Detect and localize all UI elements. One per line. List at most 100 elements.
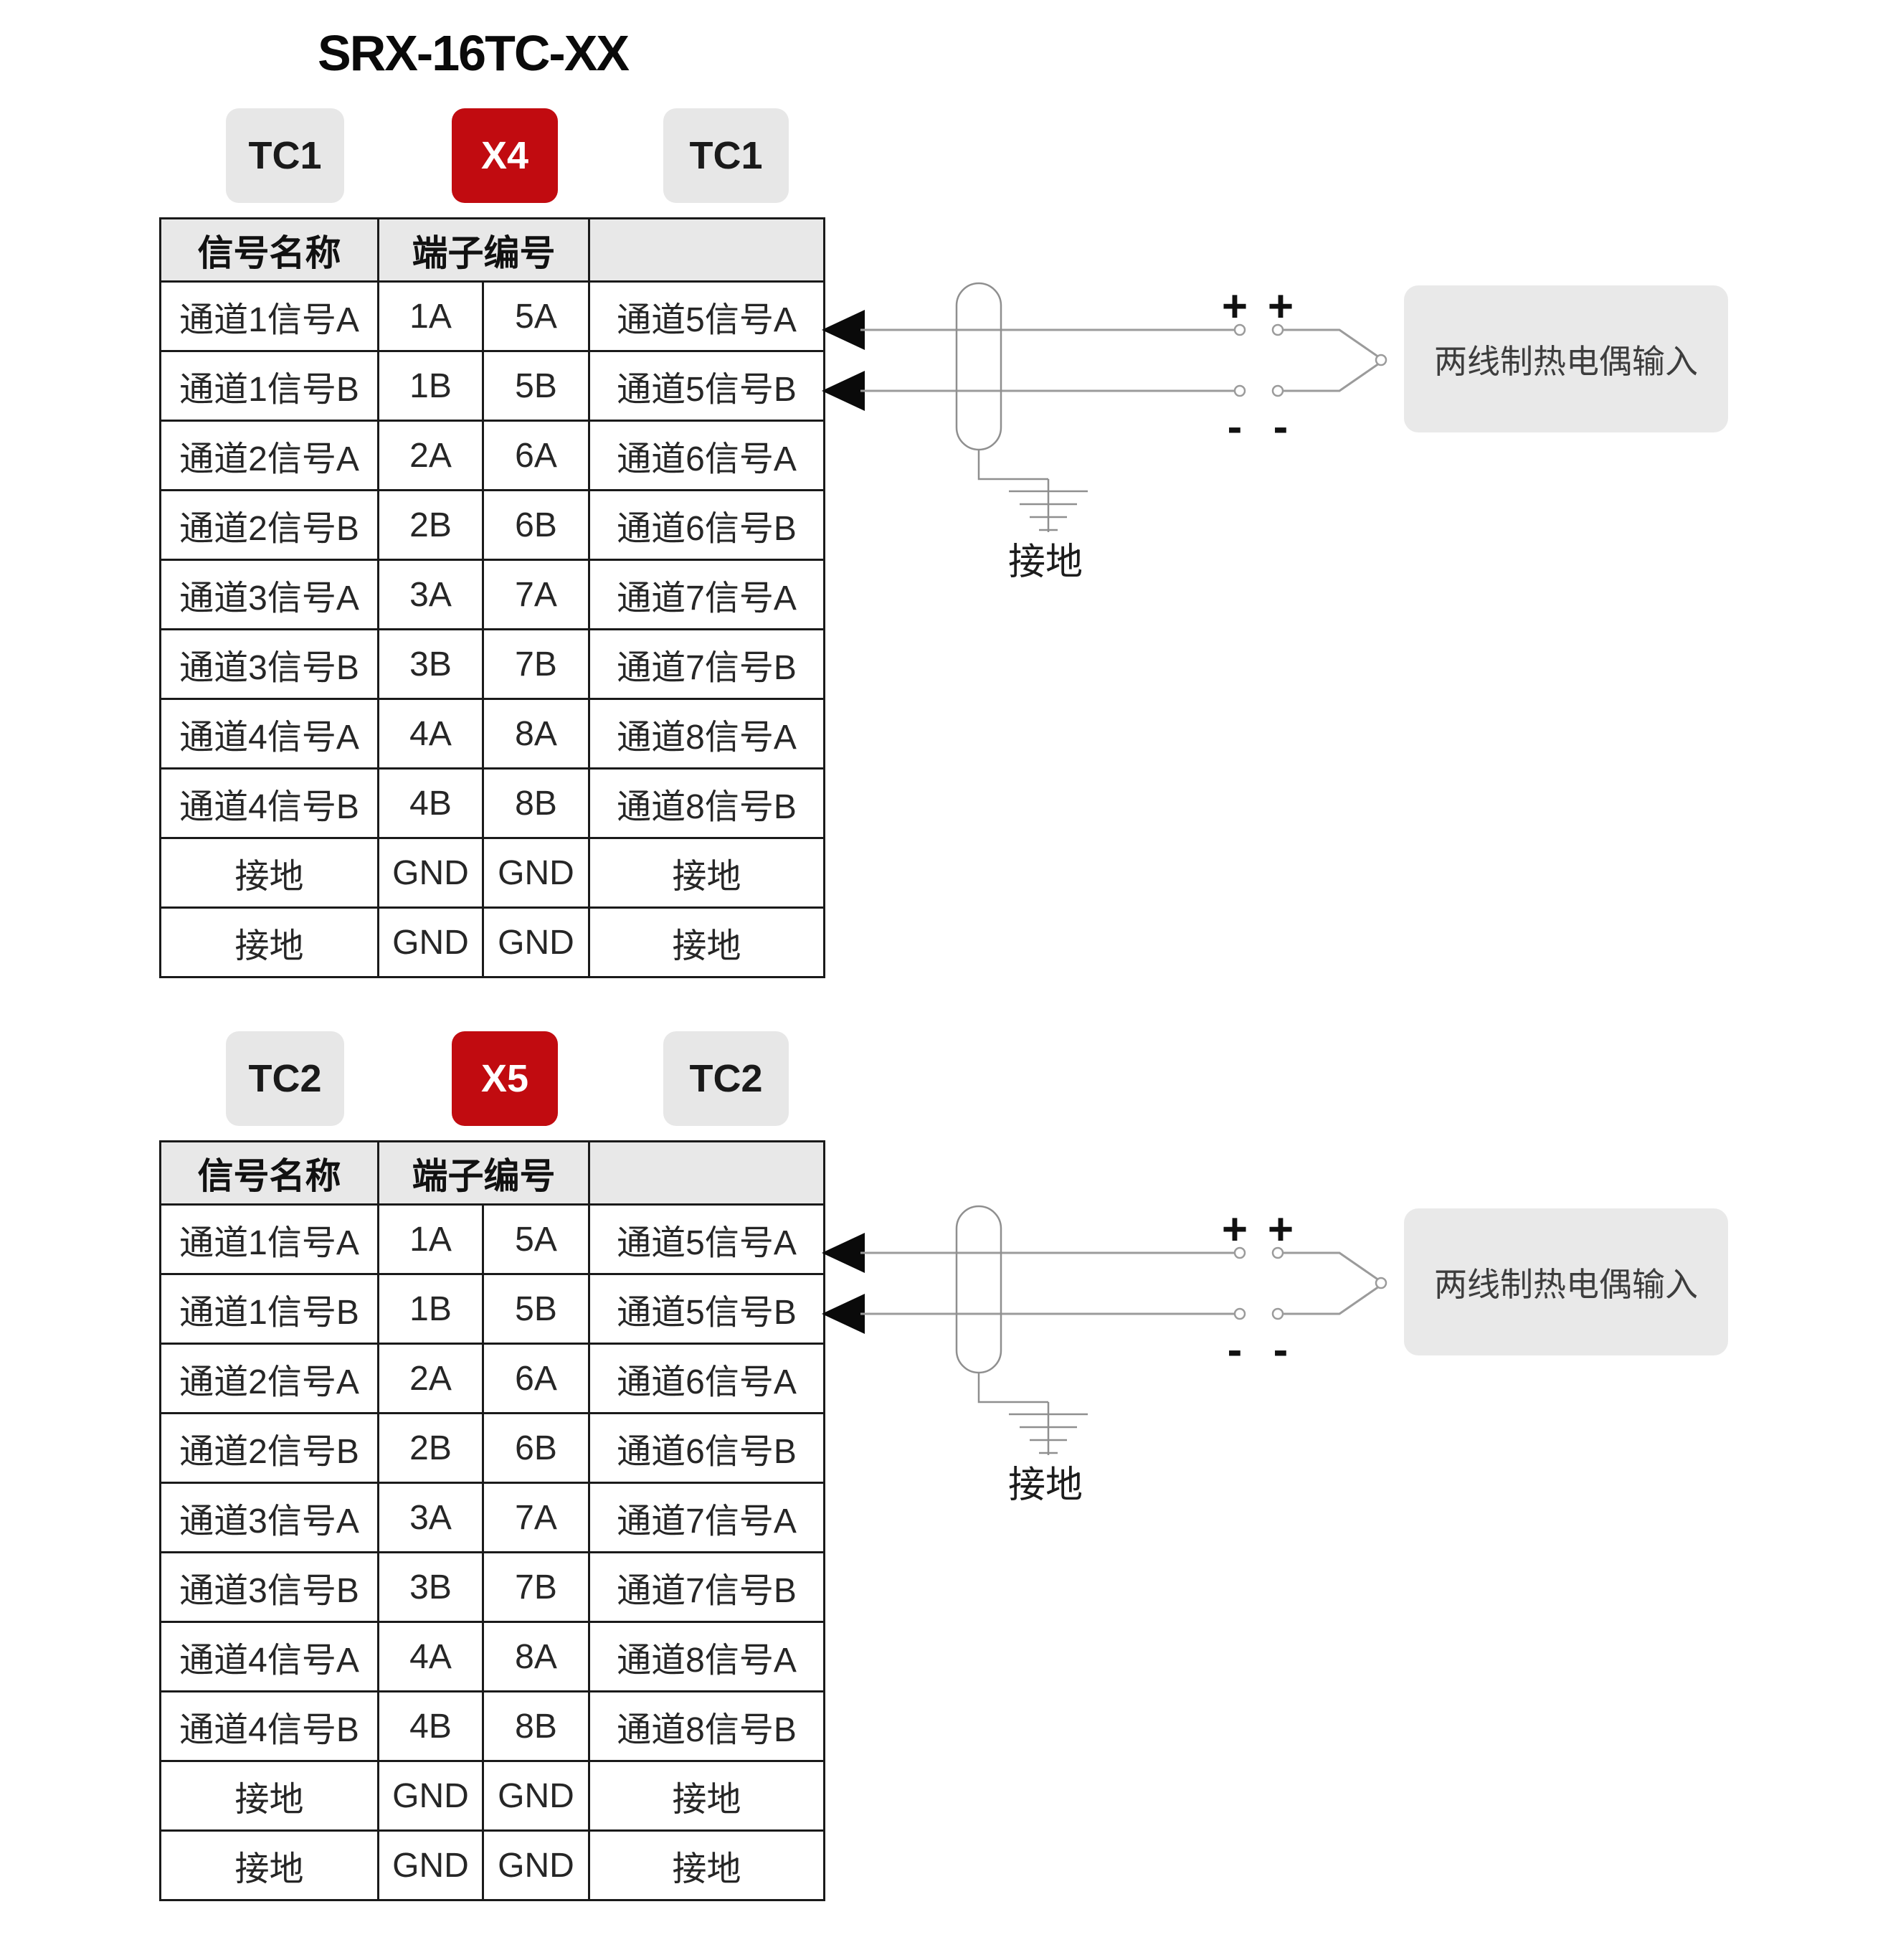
table-cell: 1A [377, 280, 484, 352]
table-cell: GND [482, 1829, 590, 1901]
wiring-diagram-tc1 [822, 282, 1387, 532]
page-title: SRX-16TC-XX [318, 25, 630, 81]
terminal-circle [1233, 1246, 1246, 1259]
table-cell: GND [377, 1829, 484, 1901]
table-cell: 通道6信号B [588, 1412, 825, 1484]
wiring-diagram-tc2 [822, 1205, 1387, 1455]
shield-ground-lead [977, 1373, 1048, 1403]
plus-label: + [1221, 1204, 1248, 1254]
arrow-left-icon [822, 1233, 865, 1273]
plus-label: + [1267, 281, 1294, 331]
table-cell: 通道7信号B [588, 628, 825, 700]
table-cell: 通道5信号A [588, 280, 825, 352]
cable-shield-icon [955, 1205, 1002, 1374]
table-cell: 通道5信号A [588, 1203, 825, 1275]
terminal-circle [1233, 323, 1246, 336]
blank-header [588, 217, 825, 283]
thermocouple-leg-positive [1283, 1251, 1380, 1282]
table-cell: 通道8信号B [588, 1690, 825, 1762]
table-cell: 通道4信号B [159, 767, 379, 839]
table-cell: 通道2信号A [159, 420, 379, 491]
table-cell: 1B [377, 1273, 484, 1345]
arrow-left-icon [822, 1294, 865, 1334]
table-cell: 通道6信号A [588, 420, 825, 491]
table-cell: 7B [482, 628, 590, 700]
table-cell: 3A [377, 559, 484, 630]
table-cell: 通道4信号A [159, 698, 379, 770]
terminal-block-badge-x5: X5 [452, 1031, 558, 1126]
table-cell: 接地 [159, 906, 379, 978]
connector-badge-tc2-left: TC2 [226, 1031, 344, 1126]
table-cell: GND [377, 906, 484, 978]
table-cell: 通道3信号B [159, 628, 379, 700]
table-cell: 通道8信号B [588, 767, 825, 839]
table-cell: 3B [377, 628, 484, 700]
ground-label: 接地 [1007, 541, 1083, 583]
blank-header [588, 1140, 825, 1206]
minus-label: - [1227, 1325, 1243, 1375]
connector-badge-tc1-left: TC1 [226, 108, 344, 203]
thermocouple-input-box: 两线制热电偶输入 [1404, 285, 1728, 432]
table-cell: 2A [377, 420, 484, 491]
table-cell: 6A [482, 420, 590, 491]
table-cell: 通道8信号A [588, 698, 825, 770]
table-cell: 7A [482, 559, 590, 630]
thermocouple-leg-negative [1283, 362, 1380, 392]
table-cell: 5A [482, 280, 590, 352]
table-cell: 3B [377, 1551, 484, 1623]
terminal-number-header: 端子编号 [377, 217, 590, 283]
table-cell: 6B [482, 489, 590, 561]
table-cell: 通道7信号B [588, 1551, 825, 1623]
table-cell: 7B [482, 1551, 590, 1623]
table-cell: 4A [377, 698, 484, 770]
thermocouple-input-label: 两线制热电偶输入 [1434, 1265, 1698, 1303]
table-cell: 通道3信号A [159, 559, 379, 630]
table-cell: GND [377, 837, 484, 909]
connector-badge-tc1-right: TC1 [663, 108, 789, 203]
table-cell: 通道2信号B [159, 1412, 379, 1484]
table-cell: GND [377, 1760, 484, 1832]
table-cell: 通道1信号B [159, 1273, 379, 1345]
table-cell: 通道4信号B [159, 1690, 379, 1762]
connector-badge-tc2-right: TC2 [663, 1031, 789, 1126]
terminal-number-header: 端子编号 [377, 1140, 590, 1206]
plus-label: + [1221, 281, 1248, 331]
minus-label: - [1227, 402, 1243, 452]
table-cell: 2B [377, 1412, 484, 1484]
arrow-left-icon [822, 310, 865, 350]
table-cell: GND [482, 1760, 590, 1832]
table-header-row: 信号名称 端子编号 [159, 217, 825, 283]
thermocouple-junction [1375, 1277, 1387, 1289]
table-cell: 2B [377, 489, 484, 561]
table-cell: 4A [377, 1621, 484, 1692]
thermocouple-input-box: 两线制热电偶输入 [1404, 1208, 1728, 1355]
table-cell: 通道6信号B [588, 489, 825, 561]
table-cell: 通道6信号A [588, 1343, 825, 1414]
table-cell: 1A [377, 1203, 484, 1275]
terminal-circle [1233, 1307, 1246, 1320]
table-cell: 8A [482, 698, 590, 770]
thermocouple-leg-negative [1283, 1285, 1380, 1315]
table-cell: 4B [377, 1690, 484, 1762]
table-cell: 4B [377, 767, 484, 839]
table-cell: 通道7信号A [588, 559, 825, 630]
table-cell: 通道1信号A [159, 1203, 379, 1275]
terminal-circle [1233, 384, 1246, 397]
